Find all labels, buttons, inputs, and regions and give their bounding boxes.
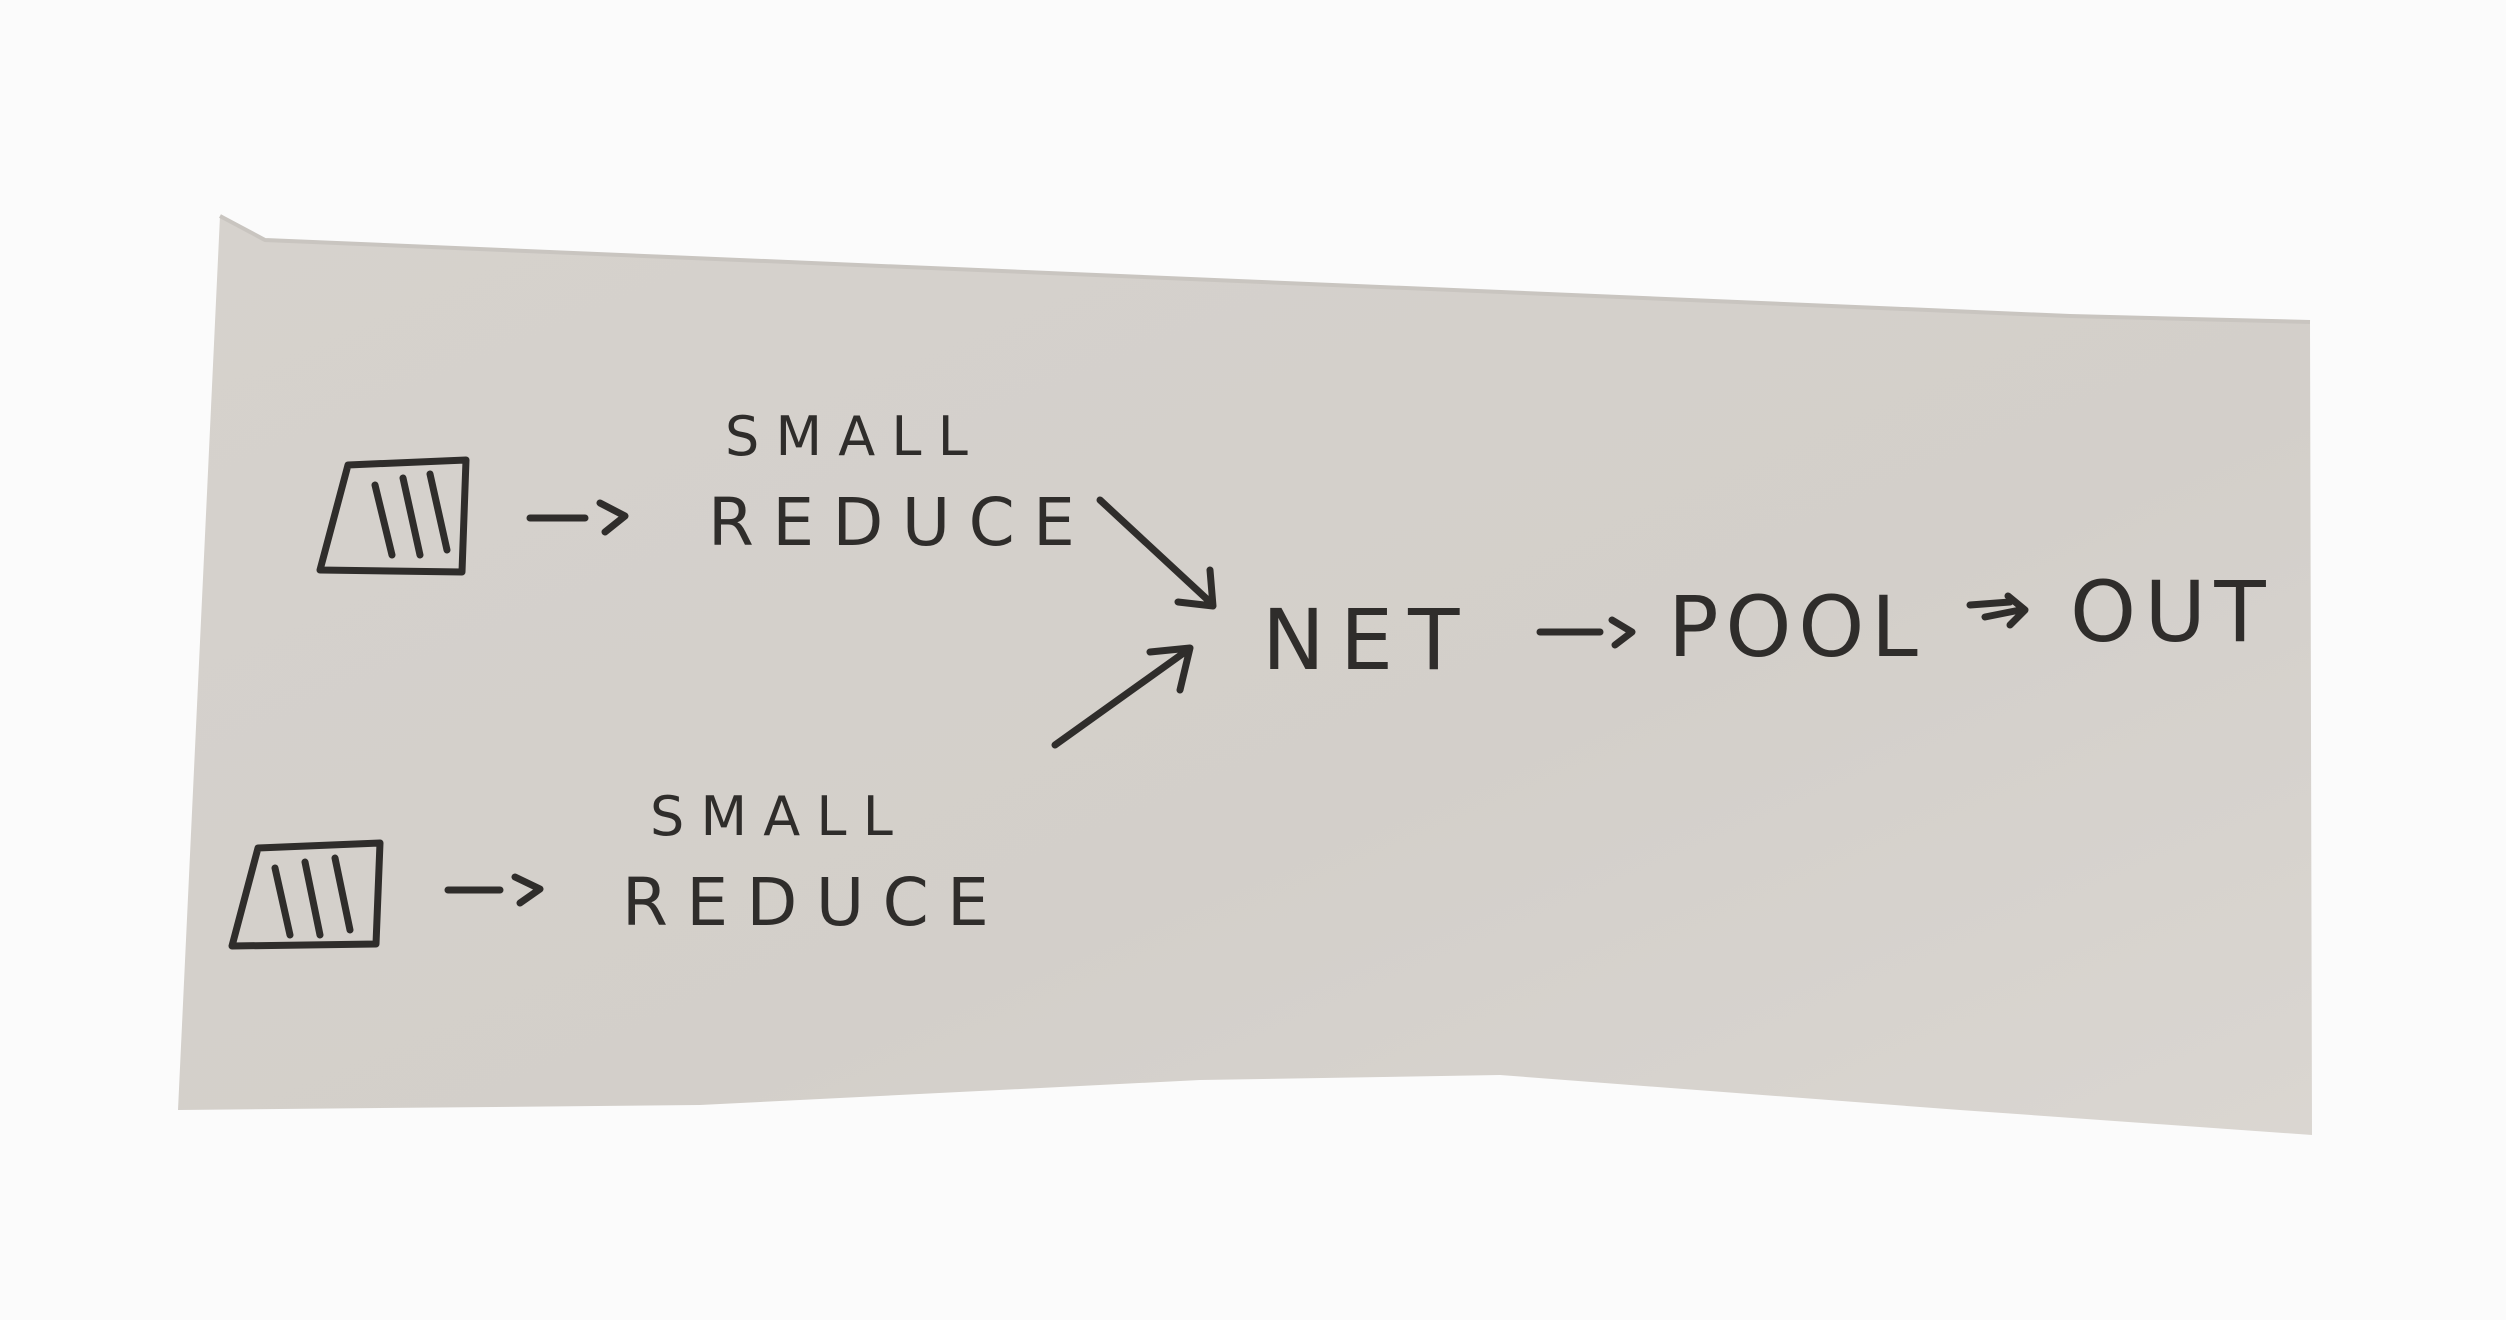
pool-label: POOL	[1668, 578, 1925, 676]
arrow-net-to-pool	[1536, 616, 1636, 649]
branch-1-reduce-label: REDUCE	[708, 484, 1094, 561]
branch-2-small-label: SMALL	[650, 785, 909, 848]
paper-strip	[178, 216, 2312, 1135]
paper-edge-shadow	[219, 214, 2311, 324]
branch-2-reduce-label: REDUCE	[622, 864, 1008, 941]
hatched-square-icon	[228, 839, 384, 950]
arrow-input-2-to-reduce	[444, 873, 544, 907]
arrow-reduce-1-to-net	[1096, 496, 1217, 610]
hatched-square-icon	[316, 456, 470, 576]
net-label: NET	[1262, 591, 1475, 689]
arrow-input-1-to-reduce	[526, 499, 629, 536]
arrow-reduce-2-to-net	[1051, 644, 1194, 749]
arrow-pool-to-out	[1966, 592, 2029, 629]
out-label: OUT	[2070, 563, 2275, 661]
branch-1-small-label: SMALL	[725, 405, 984, 468]
